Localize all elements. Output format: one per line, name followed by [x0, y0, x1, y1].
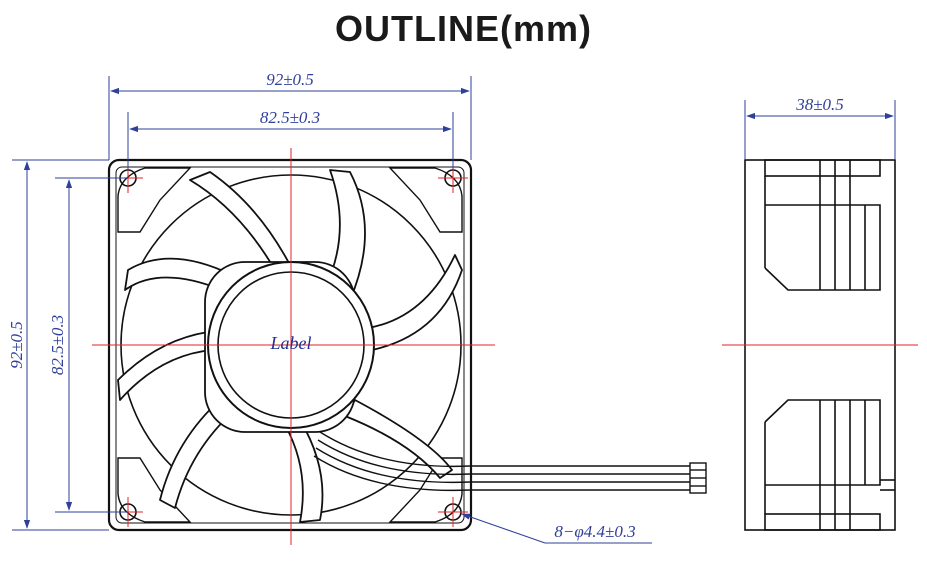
- front-centerlines: [92, 148, 495, 545]
- drawing-title: OUTLINE(mm): [335, 8, 592, 49]
- front-view: Label: [92, 148, 707, 545]
- dim-height-inner: 82.5±0.3: [48, 315, 67, 375]
- lead-wires: [313, 431, 707, 494]
- dim-height-outer: 92±0.5: [7, 321, 26, 369]
- dim-width-outer: 92±0.5: [266, 70, 314, 89]
- hole-callout: 8−φ4.4±0.3: [554, 522, 635, 541]
- dim-depth: 38±0.5: [795, 95, 844, 114]
- corner-pockets: [117, 167, 463, 523]
- hub-label: Label: [269, 333, 311, 353]
- front-dimensions: [12, 76, 652, 544]
- side-dimensions: [744, 100, 896, 160]
- dim-width-inner: 82.5±0.3: [260, 108, 320, 127]
- fan-blades: [117, 169, 463, 523]
